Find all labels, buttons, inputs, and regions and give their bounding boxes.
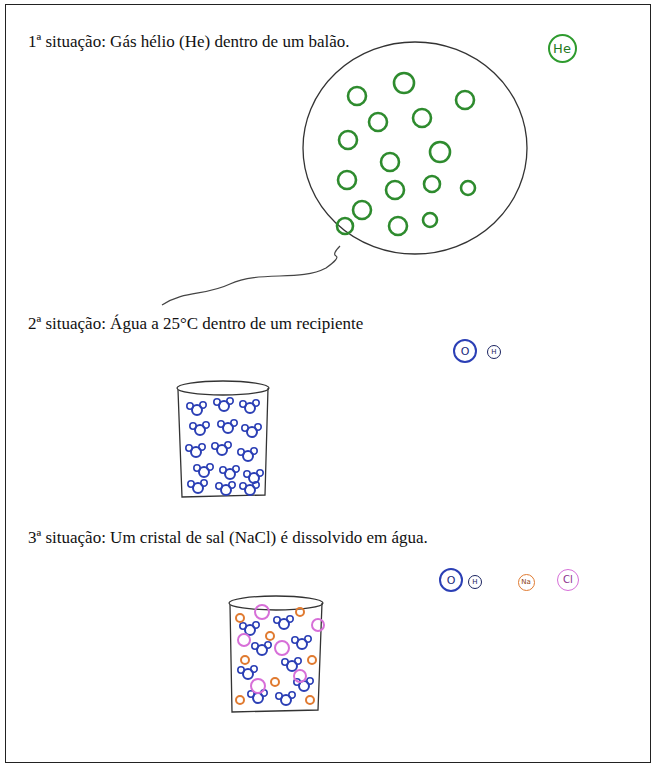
atom-label: Na — [521, 579, 531, 586]
beaker — [229, 596, 323, 712]
atom-symbol: O — [453, 339, 477, 363]
atom-label: Cl — [563, 575, 573, 585]
atom-label: O — [461, 346, 470, 357]
atom-label: O — [447, 575, 456, 586]
water-molecules — [186, 398, 263, 495]
frame — [6, 5, 651, 763]
atom-symbol: H — [487, 345, 501, 359]
situation-heading: 2ª situação: Água a 25°C dentro de um re… — [28, 314, 363, 334]
atom-label: H — [491, 349, 496, 356]
atom-label: H — [472, 579, 477, 586]
atom-symbol: O — [439, 568, 463, 592]
situation-heading: 3ª situação: Um cristal de sal (NaCl) é … — [28, 528, 428, 548]
atom-symbol: He — [548, 34, 577, 63]
beaker — [177, 381, 269, 497]
situation-heading: 1ª situação: Gás hélio (He) dentro de um… — [28, 32, 349, 52]
atom-symbol: Cl — [557, 569, 579, 591]
helium-atoms — [337, 73, 475, 235]
atom-symbol: H — [468, 575, 482, 589]
sodium-ions — [236, 608, 316, 704]
balloon-string — [162, 246, 340, 305]
water-molecules — [238, 616, 313, 705]
atom-symbol: Na — [518, 574, 535, 591]
balloon — [303, 42, 527, 254]
atom-label: He — [553, 42, 571, 55]
chloride-ions — [238, 605, 324, 693]
